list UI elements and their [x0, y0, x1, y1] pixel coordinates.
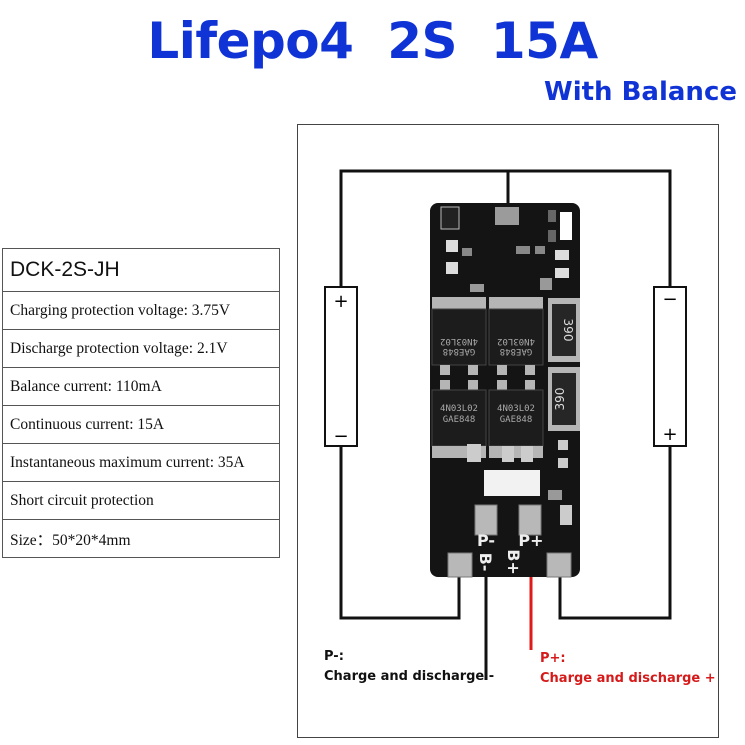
chip-mark-5: 4N03L02 — [440, 404, 478, 414]
chip-mark-4: GAE848 — [500, 346, 533, 356]
pad-p-plus — [518, 504, 542, 536]
spec-row-size: Size：50*20*4mm — [3, 520, 279, 558]
pad-p-minus — [474, 504, 498, 536]
positive-output-title: P+: — [540, 651, 566, 666]
mosfet-4: 4N03L02 GAE848 — [488, 380, 544, 458]
chip-mark-7: 4N03L02 — [497, 404, 535, 414]
left-bottom-wire — [339, 446, 461, 620]
chip-mark-6: GAE848 — [443, 415, 476, 425]
balance-pad — [495, 207, 519, 225]
spec-row-discharge-voltage: Discharge protection voltage: 2.1V — [3, 330, 279, 368]
right-bottom-wire — [558, 446, 672, 620]
battery-left: + − — [324, 286, 358, 447]
page-title: Lifepo4 2S 15A — [147, 12, 598, 70]
bms-board: 4N03L02 GAE848 4N03L02 GAE848 4N03L02 GA… — [430, 203, 580, 578]
wiring-diagram-frame — [297, 124, 719, 738]
pad-label-p-minus: P- — [477, 531, 495, 550]
negative-output-desc: Charge and discharge - — [324, 669, 495, 684]
spec-row-balance-current: Balance current: 110mA — [3, 368, 279, 406]
label-sticker — [484, 470, 540, 496]
top-wire — [339, 169, 672, 287]
resistor-label-2: 390 — [553, 388, 567, 411]
shunt-resistor-2: 390 — [548, 367, 580, 431]
positive-output-desc: Charge and discharge + — [540, 671, 716, 686]
spec-row-continuous-current: Continuous current: 15A — [3, 406, 279, 444]
battery-left-top-sign: + — [333, 291, 348, 312]
battery-right-top-sign: − — [662, 289, 677, 310]
battery-right: − + — [653, 286, 687, 447]
negative-output-title: P-: — [324, 649, 344, 664]
pad-b-minus — [447, 552, 473, 578]
chip-mark-8: GAE848 — [500, 415, 533, 425]
pad-label-b-minus: B- — [476, 553, 495, 572]
pad-label-p-plus: P+ — [518, 531, 543, 550]
spec-row-charging-voltage: Charging protection voltage: 3.75V — [3, 292, 279, 330]
resistor-label-1: 390 — [561, 319, 575, 342]
chip-mark-2: GAE848 — [443, 346, 476, 356]
ic-top — [440, 206, 460, 230]
mosfet-2: 4N03L02 GAE848 — [488, 297, 544, 375]
pad-b-plus — [546, 552, 572, 578]
battery-left-bottom-sign: − — [333, 426, 348, 447]
chip-mark-1: 4N03L02 — [440, 336, 478, 346]
spec-row-short-circuit: Short circuit protection — [3, 482, 279, 520]
negative-output-label: P-: Charge and discharge - — [324, 647, 494, 687]
pad-label-b-plus: B+ — [504, 549, 523, 575]
wires — [339, 169, 672, 680]
spec-table: DCK-2S-JH Charging protection voltage: 3… — [2, 248, 280, 558]
chip-mark-3: 4N03L02 — [497, 336, 535, 346]
mosfet-1: 4N03L02 GAE848 — [431, 297, 487, 375]
positive-output-label: P+: Charge and discharge + — [540, 649, 716, 689]
page-subtitle: With Balance — [544, 77, 737, 107]
battery-right-bottom-sign: + — [662, 424, 677, 445]
shunt-resistor-1: 390 — [548, 298, 580, 362]
spec-row-max-current: Instantaneous maximum current: 35A — [3, 444, 279, 482]
spec-model: DCK-2S-JH — [3, 249, 279, 292]
